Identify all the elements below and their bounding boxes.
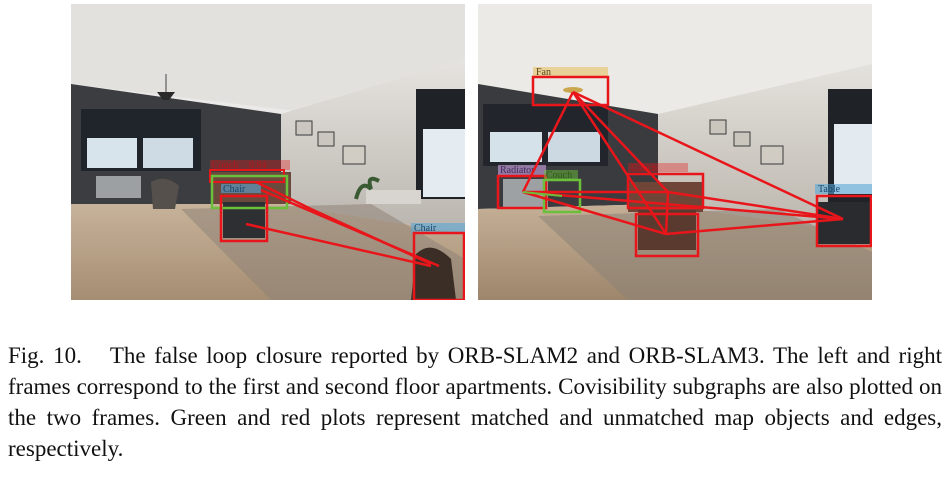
chair-top-label-bg	[221, 184, 261, 193]
window-pane-2	[143, 138, 193, 168]
caption-text: The false loop closure reported by ORB-S…	[8, 343, 942, 461]
picture-frame-2	[733, 131, 751, 147]
rug	[538, 209, 872, 300]
chair-label: Chair	[414, 223, 437, 234]
chair-box	[219, 194, 269, 243]
fan-box	[531, 75, 610, 107]
figure-caption: Fig. 10.The false loop closure reported …	[8, 340, 942, 464]
couch-red-label-bg	[628, 163, 688, 172]
unmatched-edges	[521, 90, 844, 236]
figure-label: Fig. 10.	[8, 343, 82, 368]
pendant-lamp	[157, 92, 175, 100]
couch-label: Couch	[212, 160, 238, 171]
window-pane-1	[490, 132, 542, 162]
ceiling-fan	[563, 87, 583, 93]
picture-frame-1	[709, 119, 727, 135]
chair-closeup-box	[412, 231, 465, 300]
side-table	[366, 190, 421, 204]
picture-frame-1	[295, 120, 313, 136]
plant	[354, 176, 380, 200]
left-frame-image: Couch 0.84 Chair Chair	[71, 4, 465, 300]
radiator	[96, 176, 141, 198]
couch-green-label: Couch	[546, 170, 572, 181]
picture-frame-3	[342, 145, 366, 165]
fan-label-bg	[533, 67, 608, 77]
table	[818, 202, 872, 244]
chair-top-label: Chair	[223, 184, 246, 195]
table-label-bg	[815, 184, 872, 194]
couch-green-label-bg	[544, 170, 578, 179]
armchair	[151, 178, 179, 209]
matched-couch-box	[210, 174, 289, 210]
left-frame-scene: Couch 0.84 Chair Chair	[71, 4, 465, 300]
right-frame-scene: Fan Radiator Couch Couch Table	[478, 4, 872, 300]
window-right-pane	[423, 129, 465, 197]
unmatched-edges	[245, 180, 440, 268]
couch-score-tag: 0.84	[249, 160, 267, 171]
radiator-label-bg	[498, 165, 546, 175]
picture-frame-2	[317, 131, 335, 147]
matched-edges	[522, 191, 563, 197]
radiator-label: Radiator	[500, 165, 535, 176]
window-pane-1	[87, 138, 137, 168]
chair-label-bg	[411, 223, 465, 233]
right-frame-image: Fan Radiator Couch Couch Table	[478, 4, 872, 300]
table-label: Table	[818, 184, 841, 195]
picture-frame-3	[760, 145, 784, 165]
ceiling-shade	[71, 4, 465, 114]
fan-label: Fan	[536, 67, 551, 78]
window-right-pane	[834, 124, 872, 194]
couch-label-bg	[210, 160, 290, 170]
window-pane-2	[548, 132, 600, 162]
